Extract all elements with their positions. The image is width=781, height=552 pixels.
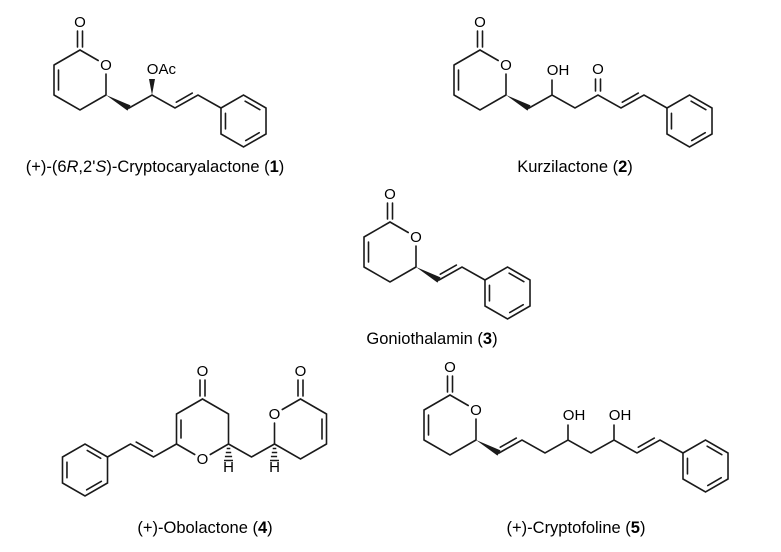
- ring-oxygen-label: O: [500, 57, 512, 74]
- caption-text: ): [267, 519, 273, 537]
- carbonyl-oxygen-label: O: [384, 186, 396, 203]
- phenyl-ring: [50, 436, 120, 504]
- phenyl-ring: [208, 87, 279, 155]
- ring-oxygen-label: O: [470, 402, 482, 419]
- ring-oxygen-label: O: [410, 229, 422, 246]
- caption-cryptofoline: (+)-Cryptofoline (5): [507, 519, 646, 538]
- ring-oxygen-label: O: [100, 57, 112, 74]
- carbonyl-oxygen-label: O: [295, 363, 307, 380]
- lactone-ring: [423, 375, 477, 456]
- structure-cryptofoline: O O OH OH: [423, 359, 741, 500]
- lactone-ring: [363, 202, 417, 283]
- lactone-ring: [53, 30, 107, 111]
- caption-text: ): [639, 519, 646, 537]
- caption-text: Kurzilactone (: [517, 158, 619, 176]
- caption-text: ): [278, 158, 285, 176]
- linker-bonds: [227, 443, 276, 458]
- side-chain-bonds: [528, 78, 668, 109]
- carbonyl-oxygen-label: O: [197, 363, 209, 380]
- compound-number: 1: [269, 158, 279, 176]
- stereo-descriptor: R: [66, 158, 79, 176]
- side-chain-bonds: [128, 92, 222, 109]
- caption-text: (+)-Cryptofoline (: [506, 519, 631, 537]
- caption-cryptocaryalactone: (+)-(6R,2'S)-Cryptocaryalactone (1): [26, 158, 285, 177]
- stereo-wedge-bond: [106, 95, 131, 111]
- hydroxyl-label: OH: [609, 407, 632, 424]
- ring-oxygen-label: O: [269, 406, 281, 423]
- structure-kurzilactone: O O OH O: [453, 14, 725, 155]
- pyranone-ring: [175, 379, 230, 456]
- styryl-bonds: [106, 441, 178, 458]
- acetate-wedge-bond: [149, 79, 155, 95]
- phenyl-ring: [654, 87, 725, 155]
- phenyl-ring: [670, 432, 741, 500]
- stereo-descriptor: S: [95, 158, 107, 176]
- compound-number: 4: [257, 519, 268, 537]
- hydroxyl-label: OH: [547, 62, 570, 79]
- side-chain-bonds: [498, 424, 684, 454]
- acetate-label: OAc: [147, 61, 177, 78]
- phenyl-ring: [472, 259, 543, 327]
- caption-goniothalamin: Goniothalamin (3): [366, 330, 497, 349]
- stereo-hydrogen-label: H: [223, 459, 234, 476]
- caption-text: (+)-(6: [25, 158, 67, 176]
- structure-cryptocaryalactone: O O OAc: [53, 14, 279, 155]
- carbonyl-oxygen-label: O: [474, 14, 486, 31]
- compound-number: 5: [630, 519, 640, 537]
- stereo-hydrogen-label: H: [269, 459, 280, 476]
- compound-number: 3: [482, 330, 493, 348]
- caption-text: ): [627, 158, 633, 176]
- compound-number: 2: [618, 158, 628, 176]
- ring-oxygen-label: O: [197, 451, 209, 468]
- lactone-ring: [453, 30, 507, 111]
- structure-obolactone: O O H O O H: [50, 363, 328, 504]
- caption-text: )-Cryptocaryalactone (: [106, 158, 270, 176]
- side-chain-bonds: [438, 264, 486, 281]
- caption-text: (+)-Obolactone (: [137, 519, 258, 537]
- stereo-wedge-bond: [416, 267, 441, 283]
- stereo-wedge-bond: [476, 440, 501, 456]
- structure-goniothalamin: O O: [363, 186, 543, 327]
- carbonyl-oxygen-label: O: [444, 359, 456, 376]
- caption-kurzilactone: Kurzilactone (2): [517, 158, 633, 177]
- caption-text: ): [492, 330, 498, 348]
- caption-obolactone: (+)-Obolactone (4): [137, 519, 272, 538]
- hydroxyl-label: OH: [563, 407, 586, 424]
- caption-text: ,2': [78, 158, 96, 176]
- stereo-wedge-bond: [506, 95, 531, 111]
- carbonyl-oxygen-label: O: [74, 14, 86, 31]
- lactone-ring: [273, 379, 328, 460]
- stereo-hash-bond: [270, 447, 279, 462]
- stereo-hash-bond: [224, 447, 233, 462]
- caption-text: Goniothalamin (: [366, 330, 483, 348]
- ketone-oxygen-label: O: [592, 61, 604, 78]
